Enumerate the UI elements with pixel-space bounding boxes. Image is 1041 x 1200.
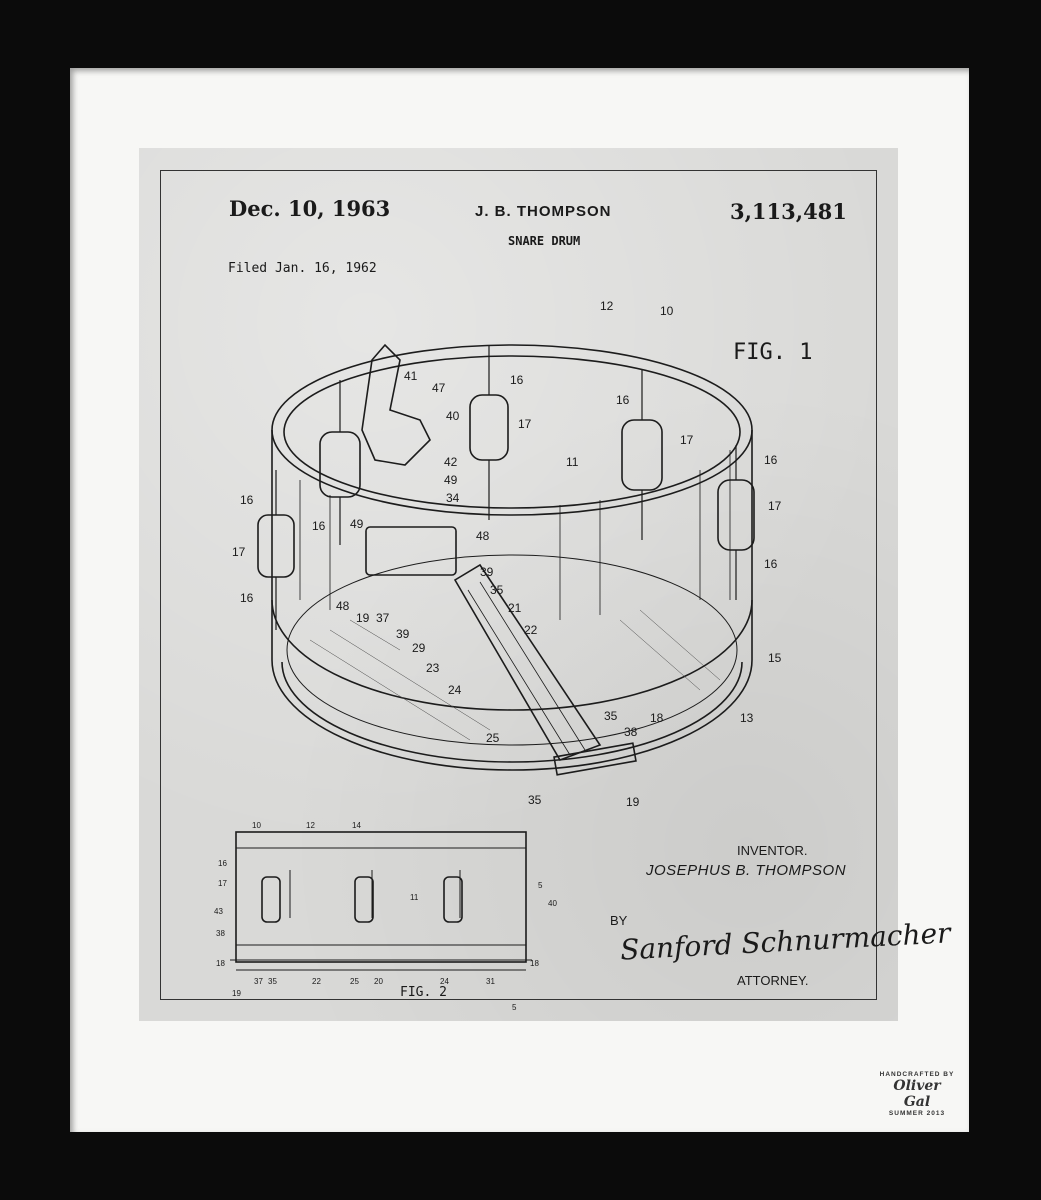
- svg-text:37: 37: [254, 977, 263, 986]
- svg-text:22: 22: [312, 977, 321, 986]
- ref-17b: 17: [680, 433, 694, 447]
- lug: [469, 394, 509, 461]
- patent-number: 3,113,481: [730, 199, 847, 224]
- top-rim: [271, 344, 753, 516]
- ref-21: 21: [508, 601, 522, 615]
- ref-40: 40: [446, 409, 460, 423]
- ref-16c: 16: [764, 453, 778, 467]
- butt-plate: [365, 526, 457, 576]
- ref-24: 24: [448, 683, 462, 697]
- patent-date: Dec. 10, 1963: [229, 196, 391, 221]
- inventor-header: J. B. THOMPSON: [475, 203, 612, 220]
- ref-13: 13: [740, 711, 754, 725]
- attorney-label: ATTORNEY.: [737, 973, 809, 988]
- svg-text:17: 17: [218, 879, 227, 888]
- svg-text:19: 19: [232, 989, 241, 998]
- ref-29: 29: [412, 641, 426, 655]
- ref-16g: 16: [312, 519, 326, 533]
- snare-strip: [453, 563, 602, 761]
- ref-35b: 35: [604, 709, 618, 723]
- ref-11: 11: [566, 455, 579, 469]
- inventor-name: JOSEPHUS B. THOMPSON: [646, 862, 847, 879]
- ref-16e: 16: [240, 493, 254, 507]
- svg-text:12: 12: [306, 821, 315, 830]
- patent-subject: SNARE DRUM: [508, 234, 581, 248]
- ref-41: 41: [404, 369, 418, 383]
- by-label: BY: [610, 913, 628, 928]
- strainer: [361, 343, 431, 466]
- ref-12: 12: [600, 299, 614, 313]
- ref-16f: 16: [240, 591, 254, 605]
- badge-line-3: SUMMER 2013: [888, 1110, 946, 1117]
- ref-47: 47: [432, 381, 446, 395]
- print-border: [160, 170, 877, 1000]
- ref-42: 42: [444, 455, 458, 469]
- ref-25: 25: [486, 731, 500, 745]
- ref-39b: 39: [480, 565, 494, 579]
- fig2-shell: [235, 831, 527, 963]
- svg-text:18: 18: [530, 959, 539, 968]
- ref-37: 37: [376, 611, 390, 625]
- filed-date: Filed Jan. 16, 1962: [228, 261, 377, 276]
- bottom-head: [286, 554, 738, 746]
- svg-text:14: 14: [352, 821, 361, 830]
- svg-text:5: 5: [512, 1003, 517, 1012]
- ref-39: 39: [396, 627, 410, 641]
- lug: [717, 479, 755, 551]
- svg-text:16: 16: [218, 859, 227, 868]
- svg-text:20: 20: [374, 977, 383, 986]
- ref-35: 35: [490, 583, 504, 597]
- lug: [257, 514, 295, 578]
- badge-line-1: HANDCRAFTED BY: [879, 1071, 955, 1078]
- svg-text:5: 5: [538, 881, 543, 890]
- ref-10: 10: [660, 304, 674, 318]
- svg-text:38: 38: [216, 929, 225, 938]
- ref-34: 34: [446, 491, 460, 505]
- svg-text:10: 10: [252, 821, 261, 830]
- ref-19b: 19: [626, 795, 640, 809]
- svg-text:31: 31: [486, 977, 495, 986]
- lug: [621, 419, 663, 491]
- ref-48b: 48: [336, 599, 350, 613]
- svg-text:18: 18: [216, 959, 225, 968]
- ref-48: 48: [476, 529, 490, 543]
- badge-line-2: Oliver Gal: [893, 1078, 941, 1110]
- ref-18: 18: [650, 711, 664, 725]
- ref-38: 38: [624, 725, 638, 739]
- ref-17c: 17: [768, 499, 782, 513]
- svg-text:24: 24: [440, 977, 449, 986]
- ref-17d: 17: [232, 545, 246, 559]
- ref-49: 49: [444, 473, 458, 487]
- ref-15: 15: [768, 651, 782, 665]
- ref-16d: 16: [764, 557, 778, 571]
- ref-49b: 49: [350, 517, 364, 531]
- inventor-label: INVENTOR.: [737, 843, 808, 858]
- svg-text:40: 40: [548, 899, 557, 908]
- ref-35c: 35: [528, 793, 542, 807]
- ref-23: 23: [426, 661, 440, 675]
- svg-text:25: 25: [350, 977, 359, 986]
- ref-19: 19: [356, 611, 370, 625]
- ref-22: 22: [524, 623, 538, 637]
- svg-text:11: 11: [410, 893, 419, 902]
- bottom-rim: [271, 659, 753, 771]
- ref-16b: 16: [616, 393, 630, 407]
- fig1-label: FIG. 1: [733, 340, 813, 365]
- patent-print: [139, 148, 898, 1021]
- fig2-label: FIG. 2: [400, 985, 447, 1000]
- artist-badge: HANDCRAFTED BY Oliver Gal SUMMER 2013: [879, 1071, 955, 1117]
- ref-16: 16: [510, 373, 524, 387]
- svg-text:43: 43: [214, 907, 223, 916]
- ref-17: 17: [518, 417, 532, 431]
- svg-text:35: 35: [268, 977, 277, 986]
